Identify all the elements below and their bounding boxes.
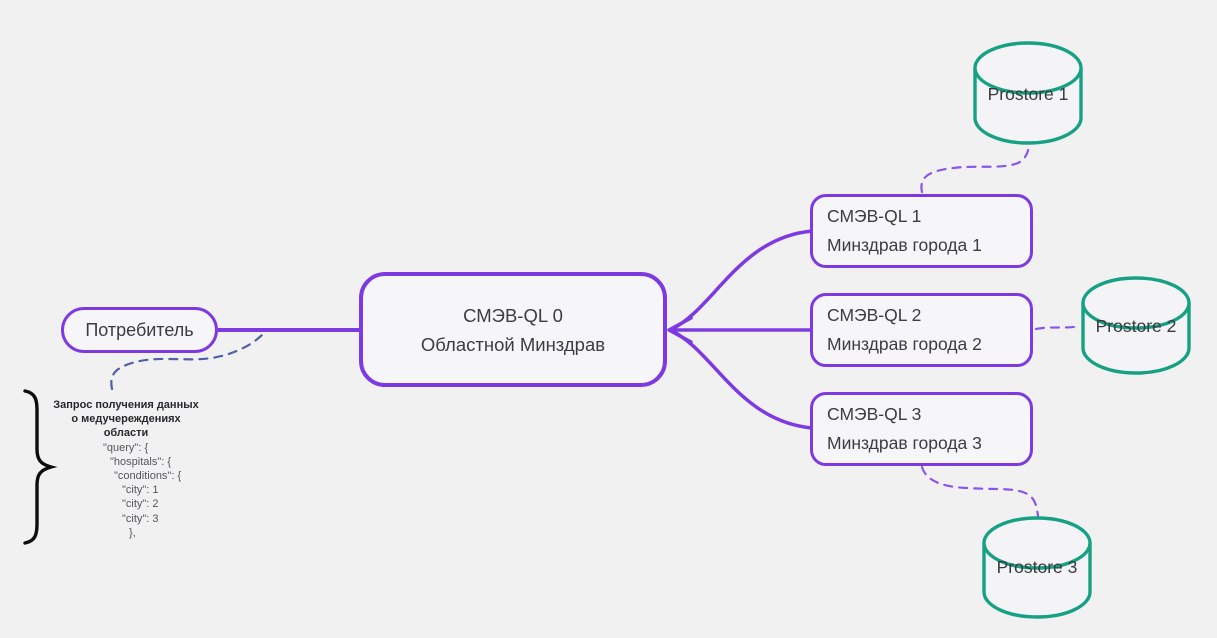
dashed-link-city3-prostore3 [920,465,1040,518]
dashed-link-city1-prostore1 [920,144,1031,194]
prostore2-database-icon[interactable] [1081,276,1191,375]
node-consumer[interactable]: Потребитель [61,307,218,353]
node-city1-smev1[interactable]: СМЭВ-QL 1 Минздрав города 1 [810,194,1033,268]
curly-brace-icon [23,389,58,545]
annotation-code-line5: "city": 2 [122,498,159,511]
node-city1-line1: СМЭВ-QL 1 [827,206,922,226]
node-central-line2: Областной Минздрав [420,333,606,355]
annotation-code-line2: "hospitals": { [110,455,172,468]
connector-city3-central [668,328,814,430]
connector-city1-central [668,229,814,332]
prostore1-database-icon[interactable] [973,41,1083,145]
node-central-smev0[interactable]: СМЭВ-QL 0 Областной Минздрав [359,272,667,387]
annotation-heading-line3: области [103,427,149,440]
node-central-line1: СМЭВ-QL 0 [463,304,563,326]
node-consumer-label: Потребитель [85,319,194,340]
dashed-annotation-pointer [110,332,265,391]
node-city3-line2: Минздрав города 3 [827,433,982,453]
annotation-code-line1: "query": { [103,441,149,454]
annotation-code-line3: "conditions": { [114,470,182,483]
node-city3-line1: СМЭВ-QL 3 [827,404,922,424]
prostore3-label: Prostore 3 [996,557,1078,577]
annotation-code-line6: "city": 3 [122,512,159,525]
annotation-heading-line2: о медучереждениях [71,413,181,426]
dashed-link-city2-prostore2 [1034,324,1082,331]
node-city2-line1: СМЭВ-QL 2 [827,305,922,325]
node-city1-line2: Минздрав города 1 [827,235,982,255]
node-city2-smev2[interactable]: СМЭВ-QL 2 Минздрав города 2 [810,293,1033,367]
prostore1-label: Prostore 1 [987,84,1069,104]
annotation-heading-line1: Запрос получения данных [53,399,199,411]
annotation-query-block: Запрос получения данных о медучереждения… [46,398,206,540]
arrowhead-into-central-icon [667,316,693,344]
prostore2-label: Prostore 2 [1095,316,1177,336]
node-city3-smev3[interactable]: СМЭВ-QL 3 Минздрав города 3 [810,392,1033,466]
annotation-code-line4: "city": 1 [122,484,159,497]
annotation-code-line7: }, [129,526,136,539]
node-city2-line2: Минздрав города 2 [827,334,982,354]
prostore3-database-icon[interactable] [982,516,1092,619]
